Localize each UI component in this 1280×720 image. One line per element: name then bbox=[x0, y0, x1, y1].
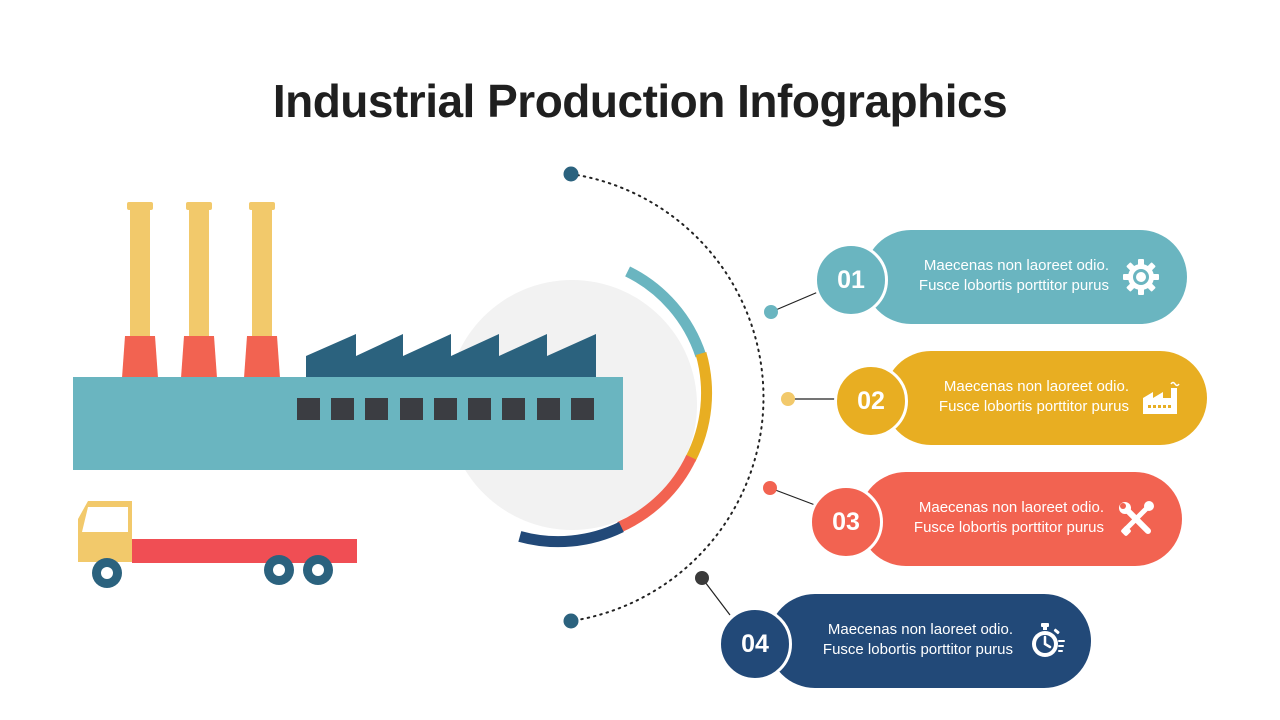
ring-segment-yellow bbox=[685, 351, 713, 463]
step-line2-2: Fusce lobortis porttitor purus bbox=[938, 397, 1129, 415]
ring-segment-teal bbox=[625, 266, 707, 358]
step-line1-4: Maecenas non laoreet odio. bbox=[827, 621, 1013, 638]
step-line1-2: Maecenas non laoreet odio. bbox=[943, 378, 1129, 395]
factory-windows bbox=[297, 398, 594, 420]
ring-segment-red bbox=[617, 454, 697, 533]
arc-end-dot-top bbox=[563, 166, 579, 182]
step-number-2: 02 bbox=[834, 364, 908, 438]
connector-dot-1 bbox=[764, 305, 778, 319]
ring-segment-navy bbox=[518, 522, 624, 548]
truck bbox=[78, 501, 357, 588]
factory-body bbox=[73, 377, 623, 470]
step-number-3: 03 bbox=[809, 485, 883, 559]
chimneys bbox=[122, 202, 280, 378]
dotted-arc bbox=[570, 173, 765, 622]
connector-dot-4 bbox=[695, 571, 709, 585]
stopwatch-icon bbox=[1032, 623, 1065, 657]
step-card-1: 01 Maecenas non laoreet odio. Fusce lobo… bbox=[814, 230, 1187, 324]
tools-icon bbox=[1119, 501, 1154, 536]
connector-dot-2 bbox=[781, 392, 795, 406]
step-line1-3: Maecenas non laoreet odio. bbox=[918, 499, 1104, 516]
factory-icon bbox=[1143, 381, 1180, 414]
arc-end-dot-bottom bbox=[563, 613, 579, 629]
step-card-4: 04 Maecenas non laoreet odio. Fusce lobo… bbox=[718, 594, 1091, 688]
page-title: Industrial Production Infographics bbox=[272, 75, 1008, 127]
gear-icon bbox=[1123, 259, 1159, 295]
progress-ring bbox=[518, 266, 713, 548]
step-number-4: 04 bbox=[718, 607, 792, 681]
step-line2-3: Fusce lobortis porttitor purus bbox=[913, 518, 1104, 536]
step-card-2: 02 Maecenas non laoreet odio. Fusce lobo… bbox=[834, 351, 1207, 445]
factory-roof bbox=[306, 334, 596, 378]
step-number-1: 01 bbox=[814, 243, 888, 317]
connector-dot-3 bbox=[763, 481, 777, 495]
step-line2-1: Fusce lobortis porttitor purus bbox=[918, 276, 1109, 294]
step-line2-4: Fusce lobortis porttitor purus bbox=[822, 640, 1013, 658]
step-card-3: 03 Maecenas non laoreet odio. Fusce lobo… bbox=[809, 472, 1182, 566]
step-line1-1: Maecenas non laoreet odio. bbox=[923, 257, 1109, 274]
